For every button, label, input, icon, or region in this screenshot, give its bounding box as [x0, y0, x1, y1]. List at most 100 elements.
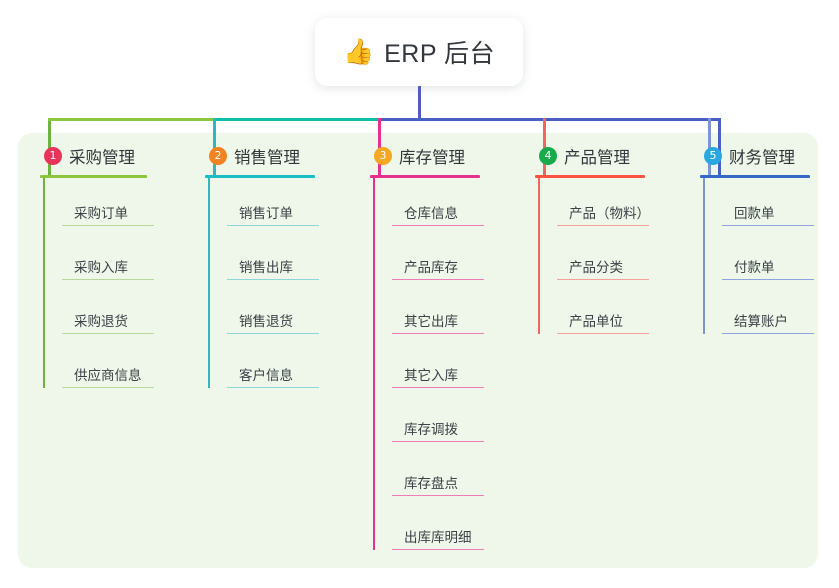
- branch-drop-1: [48, 118, 51, 175]
- branch-item-rule: [392, 440, 484, 442]
- branch-item-label: 回款单: [734, 206, 775, 221]
- branch-item-rule: [557, 278, 649, 280]
- branch-item-label: 采购入库: [74, 260, 128, 275]
- branch-spine: [373, 178, 375, 550]
- branch-item[interactable]: 产品库存: [392, 232, 530, 286]
- branch-item-label: 其它入库: [404, 368, 458, 383]
- branch-item-label: 销售退货: [239, 314, 293, 329]
- bus-segment-1: [48, 118, 213, 121]
- branch-spine: [208, 178, 210, 388]
- thumbs-up-icon: 👍: [342, 37, 375, 66]
- branch-column-1: 1 采购管理采购订单采购入库采购退货供应商信息: [40, 143, 200, 394]
- branch-item[interactable]: 仓库信息: [392, 178, 530, 232]
- branch-item-list: 产品（物料） 产品分类产品单位: [535, 178, 695, 340]
- branch-spine: [703, 178, 705, 334]
- branch-header-5[interactable]: 5 财务管理: [700, 143, 839, 169]
- branch-item-rule: [227, 278, 319, 280]
- branch-item-label: 产品（物料）: [569, 206, 650, 221]
- branch-header-rule: [700, 175, 810, 178]
- branch-item-rule: [557, 332, 649, 334]
- branch-item-label: 采购退货: [74, 314, 128, 329]
- branch-item-rule: [722, 224, 814, 226]
- branch-title: 财务管理: [729, 149, 795, 167]
- branch-item[interactable]: 出库库明细: [392, 502, 530, 556]
- branch-drop-4: [543, 118, 546, 175]
- branch-spine: [538, 178, 540, 334]
- branch-item-rule: [392, 278, 484, 280]
- branch-header-rule: [535, 175, 645, 178]
- branch-item-list: 采购订单采购入库采购退货供应商信息: [40, 178, 200, 394]
- branch-item[interactable]: 结算账户: [722, 286, 839, 340]
- branch-header-4[interactable]: 4 产品管理: [535, 143, 695, 169]
- branch-item-label: 仓库信息: [404, 206, 458, 221]
- branch-item[interactable]: 付款单: [722, 232, 839, 286]
- branch-item-label: 采购订单: [74, 206, 128, 221]
- branch-item-rule: [392, 332, 484, 334]
- branch-item-label: 产品单位: [569, 314, 623, 329]
- branch-item[interactable]: 其它出库: [392, 286, 530, 340]
- root-node[interactable]: 👍 ERP 后台: [315, 18, 523, 86]
- branch-item-label: 库存调拨: [404, 422, 458, 437]
- branch-item-rule: [62, 386, 154, 388]
- branch-item-label: 销售出库: [239, 260, 293, 275]
- branch-title: 产品管理: [564, 149, 630, 167]
- branch-item-label: 结算账户: [734, 314, 788, 329]
- branch-number-badge: 1: [44, 147, 62, 165]
- branch-item-rule: [392, 494, 484, 496]
- branch-item-list: 仓库信息产品库存其它出库其它入库库存调拨库存盘点出库库明细: [370, 178, 530, 556]
- branch-item-rule: [722, 332, 814, 334]
- branch-item[interactable]: 产品单位: [557, 286, 695, 340]
- branch-item-rule: [392, 386, 484, 388]
- branch-item[interactable]: 采购订单: [62, 178, 200, 232]
- branch-item[interactable]: 销售出库: [227, 232, 365, 286]
- bus-right-end: [718, 118, 721, 175]
- bus-segment-2: [213, 118, 378, 121]
- branch-item-label: 其它出库: [404, 314, 458, 329]
- branch-item[interactable]: 销售退货: [227, 286, 365, 340]
- branch-item-rule: [62, 278, 154, 280]
- branch-item[interactable]: 采购退货: [62, 286, 200, 340]
- branch-item-label: 库存盘点: [404, 476, 458, 491]
- root-trunk-line: [418, 86, 421, 121]
- branch-item[interactable]: 库存调拨: [392, 394, 530, 448]
- branch-number-badge: 5: [704, 147, 722, 165]
- branch-item-label: 销售订单: [239, 206, 293, 221]
- branch-column-4: 4 产品管理产品（物料） 产品分类产品单位: [535, 143, 695, 340]
- branch-number-badge: 4: [539, 147, 557, 165]
- branch-item[interactable]: 其它入库: [392, 340, 530, 394]
- bus-segment-3: [378, 118, 718, 121]
- branch-drop-5: [708, 118, 711, 175]
- branch-item-label: 产品分类: [569, 260, 623, 275]
- branch-item-rule: [227, 224, 319, 226]
- branch-title: 库存管理: [399, 149, 465, 167]
- branch-item[interactable]: 销售订单: [227, 178, 365, 232]
- bus-left-end: [48, 118, 51, 121]
- branch-item-rule: [392, 224, 484, 226]
- branch-item-label: 出库库明细: [404, 530, 472, 545]
- branch-item-rule: [227, 386, 319, 388]
- branch-header-rule: [370, 175, 480, 178]
- branch-drop-3: [378, 118, 381, 175]
- branch-item-rule: [722, 278, 814, 280]
- branch-item-label: 产品库存: [404, 260, 458, 275]
- branch-item[interactable]: 供应商信息: [62, 340, 200, 394]
- branch-item-rule: [227, 332, 319, 334]
- branch-header-rule: [205, 175, 315, 178]
- branch-item[interactable]: 库存盘点: [392, 448, 530, 502]
- branch-header-1[interactable]: 1 采购管理: [40, 143, 200, 169]
- branch-item-label: 付款单: [734, 260, 775, 275]
- branch-item[interactable]: 采购入库: [62, 232, 200, 286]
- branch-item[interactable]: 客户信息: [227, 340, 365, 394]
- branch-item-list: 销售订单销售出库销售退货客户信息: [205, 178, 365, 394]
- branch-item[interactable]: 产品（物料）: [557, 178, 695, 232]
- branch-header-rule: [40, 175, 147, 178]
- branch-title: 采购管理: [69, 149, 135, 167]
- branch-item[interactable]: 回款单: [722, 178, 839, 232]
- branch-item[interactable]: 产品分类: [557, 232, 695, 286]
- branch-item-rule: [392, 548, 484, 550]
- branch-item-rule: [62, 224, 154, 226]
